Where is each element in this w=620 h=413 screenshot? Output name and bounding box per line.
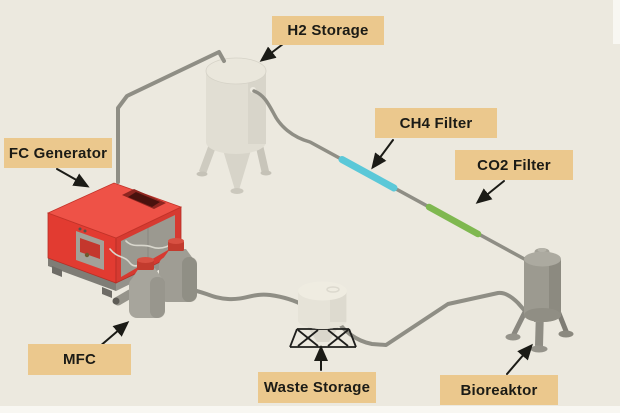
- arrow-co2-filter: [475, 180, 505, 204]
- arrow-mfc: [98, 321, 130, 348]
- label-waste-storage: Waste Storage: [258, 372, 376, 403]
- pipe-mfc-to-waste: [184, 287, 307, 308]
- label-bioreaktor: Bioreaktor: [440, 375, 558, 405]
- label-fc-generator: FC Generator: [4, 138, 112, 168]
- bioreactor-vessel: [505, 248, 574, 353]
- image-bottom-margin: [0, 406, 620, 413]
- arrow-bioreaktor: [506, 343, 533, 375]
- arrow-h2-storage: [259, 43, 284, 62]
- label-ch4-filter: CH4 Filter: [375, 108, 497, 138]
- arrow-ch4-filter: [371, 139, 394, 170]
- ch4-filter-segment: [338, 156, 398, 192]
- pipe-generator-to-h2: [116, 50, 226, 184]
- pipe-h2-to-bioreactor: [252, 89, 530, 263]
- label-mfc: MFC: [28, 344, 131, 375]
- waste-storage-tank: [289, 281, 357, 348]
- pipe-waste-to-bioreactor: [334, 290, 527, 347]
- label-co2-filter: CO2 Filter: [455, 150, 573, 180]
- label-h2-storage: H2 Storage: [272, 16, 384, 45]
- co2-filter-segment: [425, 203, 482, 238]
- h2-storage-tank: [196, 57, 272, 194]
- mfc-bottles: [112, 238, 197, 318]
- image-topright-margin: [613, 0, 620, 44]
- arrow-fc-generator: [56, 168, 90, 188]
